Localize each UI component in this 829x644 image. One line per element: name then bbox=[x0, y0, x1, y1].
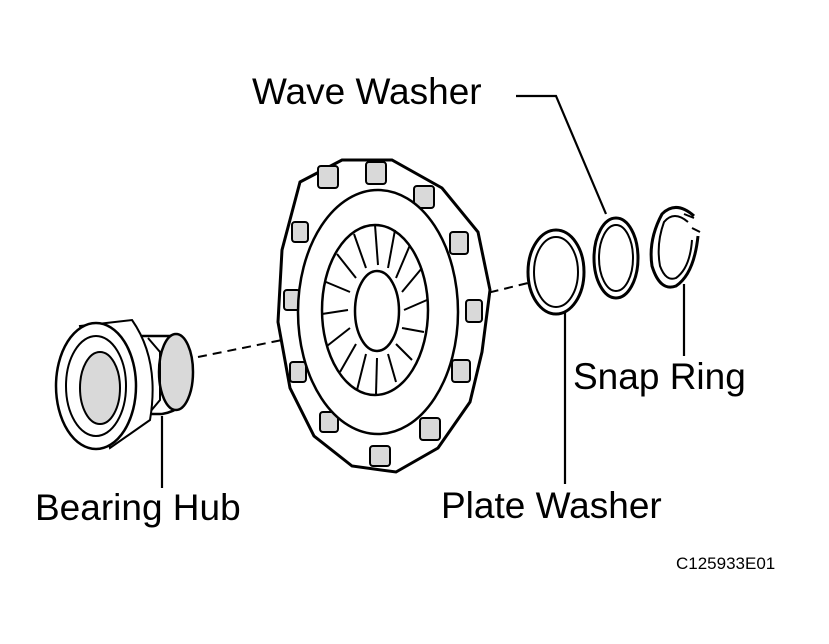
bearing-hub-part bbox=[54, 318, 195, 451]
snap-ring-part bbox=[649, 206, 701, 289]
assembly-axis bbox=[197, 282, 529, 358]
clutch-cover-part bbox=[276, 158, 492, 474]
bearing-hub-label: Bearing Hub bbox=[35, 487, 241, 528]
leader-lines bbox=[160, 94, 686, 488]
cover-tabs bbox=[283, 161, 483, 467]
figure-code: C125933E01 bbox=[676, 554, 776, 573]
wave-washer-part bbox=[592, 216, 640, 300]
diaphragm-fingers bbox=[321, 224, 428, 395]
plate-washer-label: Plate Washer bbox=[441, 485, 662, 526]
wave-washer-label: Wave Washer bbox=[252, 71, 482, 112]
plate-washer-part bbox=[526, 228, 586, 316]
snap-ring-label: Snap Ring bbox=[573, 356, 746, 397]
